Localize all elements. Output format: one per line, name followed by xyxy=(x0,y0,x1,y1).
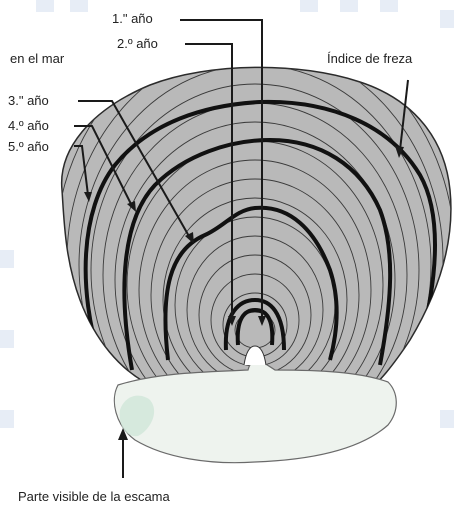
label-year5: 5.º año xyxy=(8,140,49,153)
label-visible-part: Parte visible de la escama xyxy=(18,490,170,503)
label-at-sea: en el mar xyxy=(10,52,64,65)
label-year3: 3." año xyxy=(8,94,49,107)
label-spawning-index: Índice de freza xyxy=(327,52,412,65)
label-year4: 4.º año xyxy=(8,119,49,132)
label-year2: 2.º año xyxy=(117,37,158,50)
label-year1: 1." año xyxy=(112,12,153,25)
